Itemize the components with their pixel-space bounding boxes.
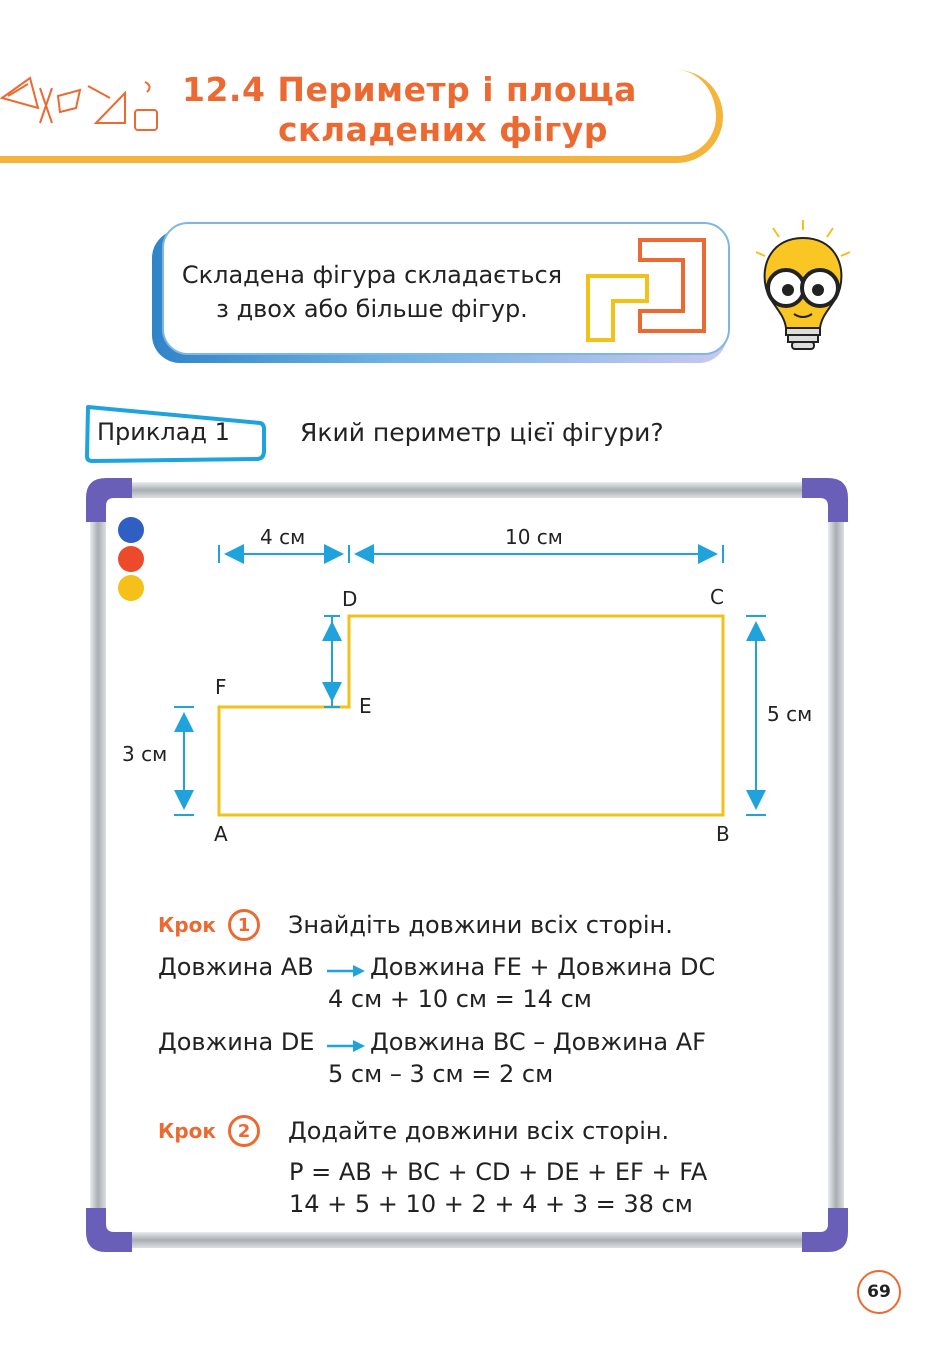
info-line-2: з двох або більше фігур. [216, 295, 528, 323]
step-1-number: 1 [228, 909, 260, 941]
header-band [0, 70, 723, 163]
page-title: 12.4 Периметр і площа складених фігур [182, 70, 722, 150]
composite-figure-diagram [174, 544, 766, 817]
title-line-2: складених фігур [278, 110, 609, 149]
point-label-e: E [359, 694, 372, 718]
calc-ab-value: 4 см + 10 см = 14 см [328, 985, 592, 1013]
arrow-right-icon [327, 1040, 365, 1052]
board-magnets [118, 517, 144, 601]
perimeter-formula: P = AB + BC + CD + DE + EF + FA [289, 1158, 708, 1186]
info-line-1: Складена фігура складається [181, 261, 563, 289]
lightbulb-glasses-icon [755, 220, 851, 350]
point-label-c: C [710, 585, 724, 609]
info-box [162, 222, 730, 355]
info-text: Складена фігура складається з двох або б… [172, 258, 572, 326]
point-label-f: F [215, 675, 227, 699]
arrow-right-icon [327, 965, 365, 977]
example-tag-frame [85, 405, 266, 463]
perimeter-value: 14 + 5 + 10 + 2 + 4 + 3 = 38 см [289, 1190, 693, 1218]
calc-ab-expr: Довжина FE + Довжина DC [370, 953, 716, 981]
dim-label-4cm: 4 см [260, 525, 306, 549]
dim-label-10cm: 10 см [505, 525, 563, 549]
step-1-word: Крок [158, 913, 216, 937]
step-2-word: Крок [158, 1119, 216, 1143]
step-2-row: Крок 2 Додайте довжини всіх сторін. [158, 1115, 669, 1147]
point-label-b: B [716, 822, 730, 846]
dim-label-3cm: 3 см [122, 742, 168, 766]
example-question: Який периметр цієї фігури? [300, 418, 664, 447]
composite-shapes-icon [586, 238, 706, 342]
step-1-row: Крок 1 Знайдіть довжини всіх сторін. [158, 909, 673, 941]
step-2-text: Додайте довжини всіх сторін. [288, 1117, 670, 1145]
point-label-a: A [214, 822, 228, 846]
calc-de-expr: Довжина BC – Довжина AF [370, 1028, 706, 1056]
calc-de-label: Довжина DE [158, 1028, 315, 1056]
point-label-d: D [342, 587, 358, 611]
page-number: 69 [857, 1270, 901, 1314]
calc-de-value: 5 см – 3 см = 2 см [328, 1060, 554, 1088]
title-line-1: 12.4 Периметр і площа [182, 70, 637, 109]
example-label: Приклад 1 [97, 418, 230, 446]
step-1-text: Знайдіть довжини всіх сторін. [288, 911, 673, 939]
calc-ab-label: Довжина AB [158, 953, 314, 981]
step-2-number: 2 [228, 1115, 260, 1147]
dim-label-5cm: 5 см [767, 702, 813, 726]
math-tools-icon [0, 76, 158, 131]
